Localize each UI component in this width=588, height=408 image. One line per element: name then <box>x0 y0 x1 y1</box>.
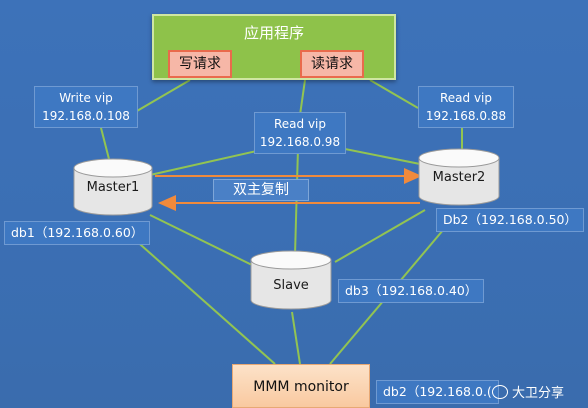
dual-master-replication-label: 双主复制 <box>213 179 309 201</box>
db2-right-label: Db2（192.168.0.50） <box>436 208 585 232</box>
db2-bottom-label: db2（192.168.0.( <box>376 380 499 404</box>
mmm-monitor-box: MMM monitor <box>232 364 370 408</box>
write-vip-ip: 192.168.0.108 <box>42 109 130 123</box>
master1-db-icon <box>73 158 153 216</box>
line-master2-to-slave <box>334 209 426 263</box>
watermark: 大卫分享 <box>492 382 564 401</box>
line-master1-to-slave <box>149 214 253 266</box>
wechat-icon <box>492 385 508 399</box>
write-request-box: 写请求 <box>168 50 232 78</box>
read-vip-right-ip: 192.168.0.88 <box>425 109 507 123</box>
read-vip-center-label: Read vip <box>273 117 327 131</box>
line-app-to-read-vip-center <box>299 79 306 116</box>
read-vip-center-ip: 192.168.0.98 <box>259 135 341 149</box>
watermark-text: 大卫分享 <box>512 386 565 401</box>
slave-db-icon <box>250 250 332 310</box>
line-app-to-read-vip-right <box>369 79 419 109</box>
slave-label: Slave <box>273 278 309 293</box>
write-vip-label: Write vip <box>59 91 113 105</box>
master2-label: Master2 <box>432 170 486 185</box>
application-box: 应用程序 写请求 读请求 <box>152 14 396 80</box>
line-read-vip-center-to-slave <box>294 147 299 256</box>
line-slave-to-monitor <box>291 311 301 365</box>
line-master1-to-monitor <box>114 221 276 365</box>
line-write-vip-to-master1 <box>99 123 111 164</box>
read-vip-center-box: Read vip 192.168.0.98 <box>254 112 346 154</box>
db3-label: db3（192.168.0.40） <box>338 279 485 303</box>
line-read-vip-center-to-master1 <box>149 147 271 176</box>
write-vip-box: Write vip 192.168.0.108 <box>34 86 138 128</box>
db1-label: db1（192.168.0.60） <box>4 221 151 245</box>
read-vip-right-box: Read vip 192.168.0.88 <box>418 86 514 128</box>
read-vip-right-label: Read vip <box>439 91 493 105</box>
read-request-box: 读请求 <box>300 50 364 78</box>
master1-label: Master1 <box>86 180 140 195</box>
master2-db-icon <box>418 148 500 206</box>
application-title: 应用程序 <box>243 24 304 42</box>
